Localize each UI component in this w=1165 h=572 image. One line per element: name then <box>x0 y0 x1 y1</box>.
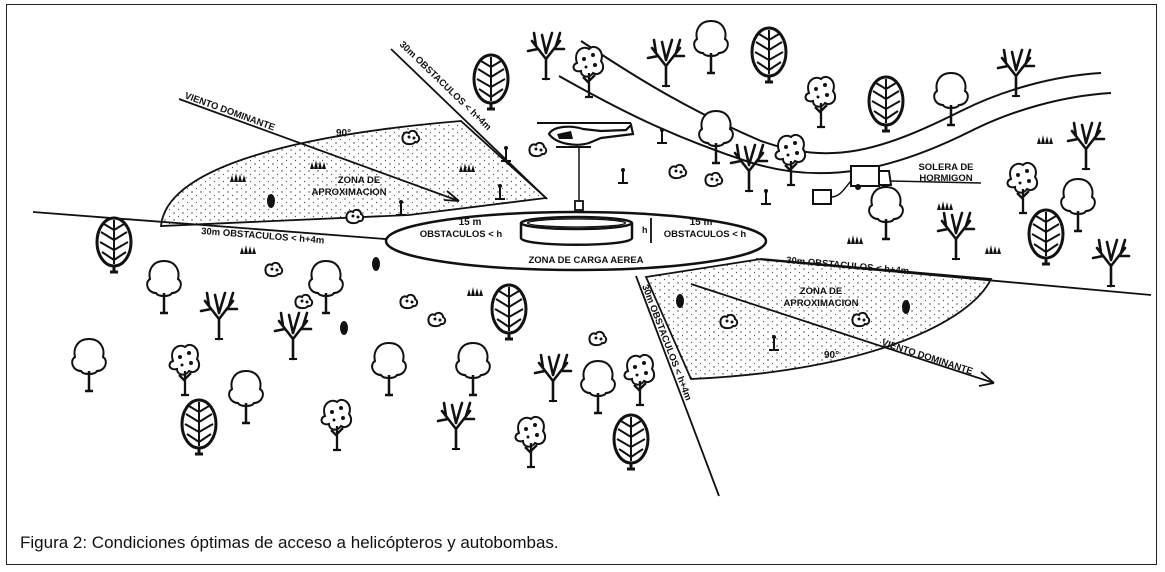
figure-frame: VIENTO DOMINANTE VIENTO DOMINANTE 90° 90… <box>6 4 1157 565</box>
helipad-access-diagram: VIENTO DOMINANTE VIENTO DOMINANTE 90° 90… <box>32 19 1152 497</box>
distance-label-right: 15 m <box>690 217 713 228</box>
wind-arrowhead-left <box>443 190 460 202</box>
obstacle-line-left <box>32 211 412 242</box>
approach-zone-label-right-2: APROXIMACION <box>784 298 859 309</box>
road-edge-top <box>580 40 1102 155</box>
obstacle-line-diag-top <box>390 48 548 200</box>
approach-zone-label-left-2: APROXIMACION <box>312 187 387 198</box>
distance-label-left: 15 m <box>459 217 482 228</box>
wind-label-left: VIENTO DOMINANTE <box>183 90 276 133</box>
obstacle-line-diag-bottom <box>635 275 720 497</box>
approach-zone-label-right-1: ZONA DE <box>800 286 842 297</box>
fire-truck <box>850 165 893 190</box>
obstacle-h-label-left: OBSTACULOS < h <box>420 229 503 240</box>
water-tank <box>519 215 634 246</box>
pump-unit <box>812 180 852 205</box>
approach-zone-right <box>644 258 993 380</box>
road-edge-bottom <box>558 75 1112 175</box>
loading-zone-label: ZONA DE CARGA AEREA <box>528 255 643 266</box>
concrete-label-2: HORMIGON <box>919 173 972 184</box>
tank-height-label: h <box>642 225 648 235</box>
solera-pointer <box>890 180 982 184</box>
wind-label-right: VIENTO DOMINANTE <box>880 337 974 377</box>
obstacle-line-right <box>755 258 1152 296</box>
helicopter <box>537 122 635 211</box>
angle-label-top: 90° <box>336 128 351 139</box>
wind-arrowhead-right <box>978 371 995 387</box>
obstacle-h-label-right: OBSTACULOS < h <box>664 229 747 240</box>
angle-label-bottom: 90° <box>824 350 839 361</box>
wind-line-right <box>690 283 995 384</box>
wind-line-left <box>178 98 460 202</box>
figure-caption: Figura 2: Condiciones óptimas de acceso … <box>20 533 559 552</box>
concrete-label-1: SOLERA DE <box>918 162 973 173</box>
approach-zone-label-left-1: ZONA DE <box>338 175 380 186</box>
